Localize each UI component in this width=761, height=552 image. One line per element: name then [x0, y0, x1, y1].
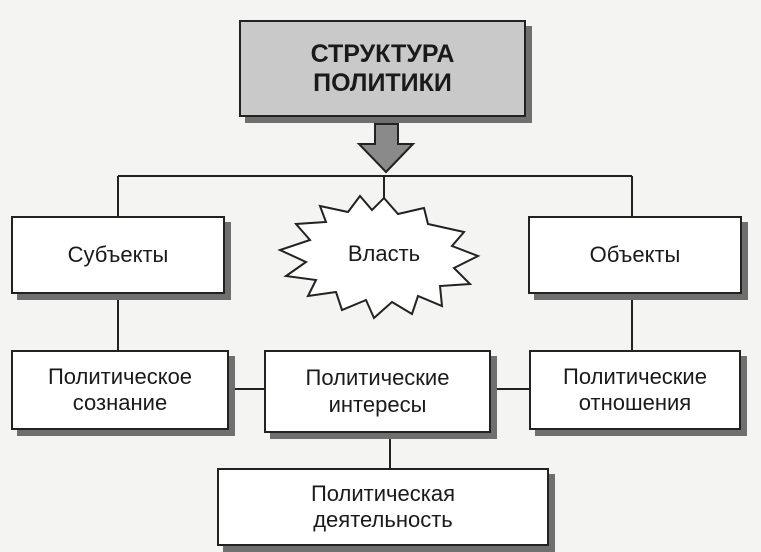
objects-box: Объекты — [528, 216, 742, 294]
political-activity-box: Политическая деятельность — [217, 468, 549, 546]
subjects-box: Субъекты — [11, 216, 225, 294]
political-activity-line-2: деятельность — [313, 507, 453, 532]
political-interests-line-2: интересы — [328, 391, 427, 417]
power-label: Власть — [347, 241, 421, 266]
political-relations-line-1: Политические — [563, 363, 707, 389]
political-consciousness-line-1: Политическое — [47, 363, 193, 389]
political-relations-line-2: отношения — [578, 390, 692, 415]
subjects-label: Субъекты — [67, 241, 169, 267]
title-box: СТРУКТУРА ПОЛИТИКИ — [239, 20, 526, 117]
power-starburst-shape — [277, 194, 481, 320]
title-line-1: СТРУКТУРА — [310, 39, 455, 68]
objects-label: Объекты — [589, 241, 681, 267]
political-consciousness-line-2: сознание — [72, 390, 168, 415]
political-activity-line-1: Политическая — [310, 480, 455, 506]
title-line-2: ПОЛИТИКИ — [313, 68, 452, 97]
political-relations-box: Политические отношения — [529, 350, 741, 430]
political-interests-line-1: Политические — [305, 365, 450, 391]
down-arrow-icon — [356, 123, 416, 174]
political-interests-box: Политические интересы — [264, 350, 491, 433]
political-consciousness-box: Политическое сознание — [11, 350, 229, 430]
